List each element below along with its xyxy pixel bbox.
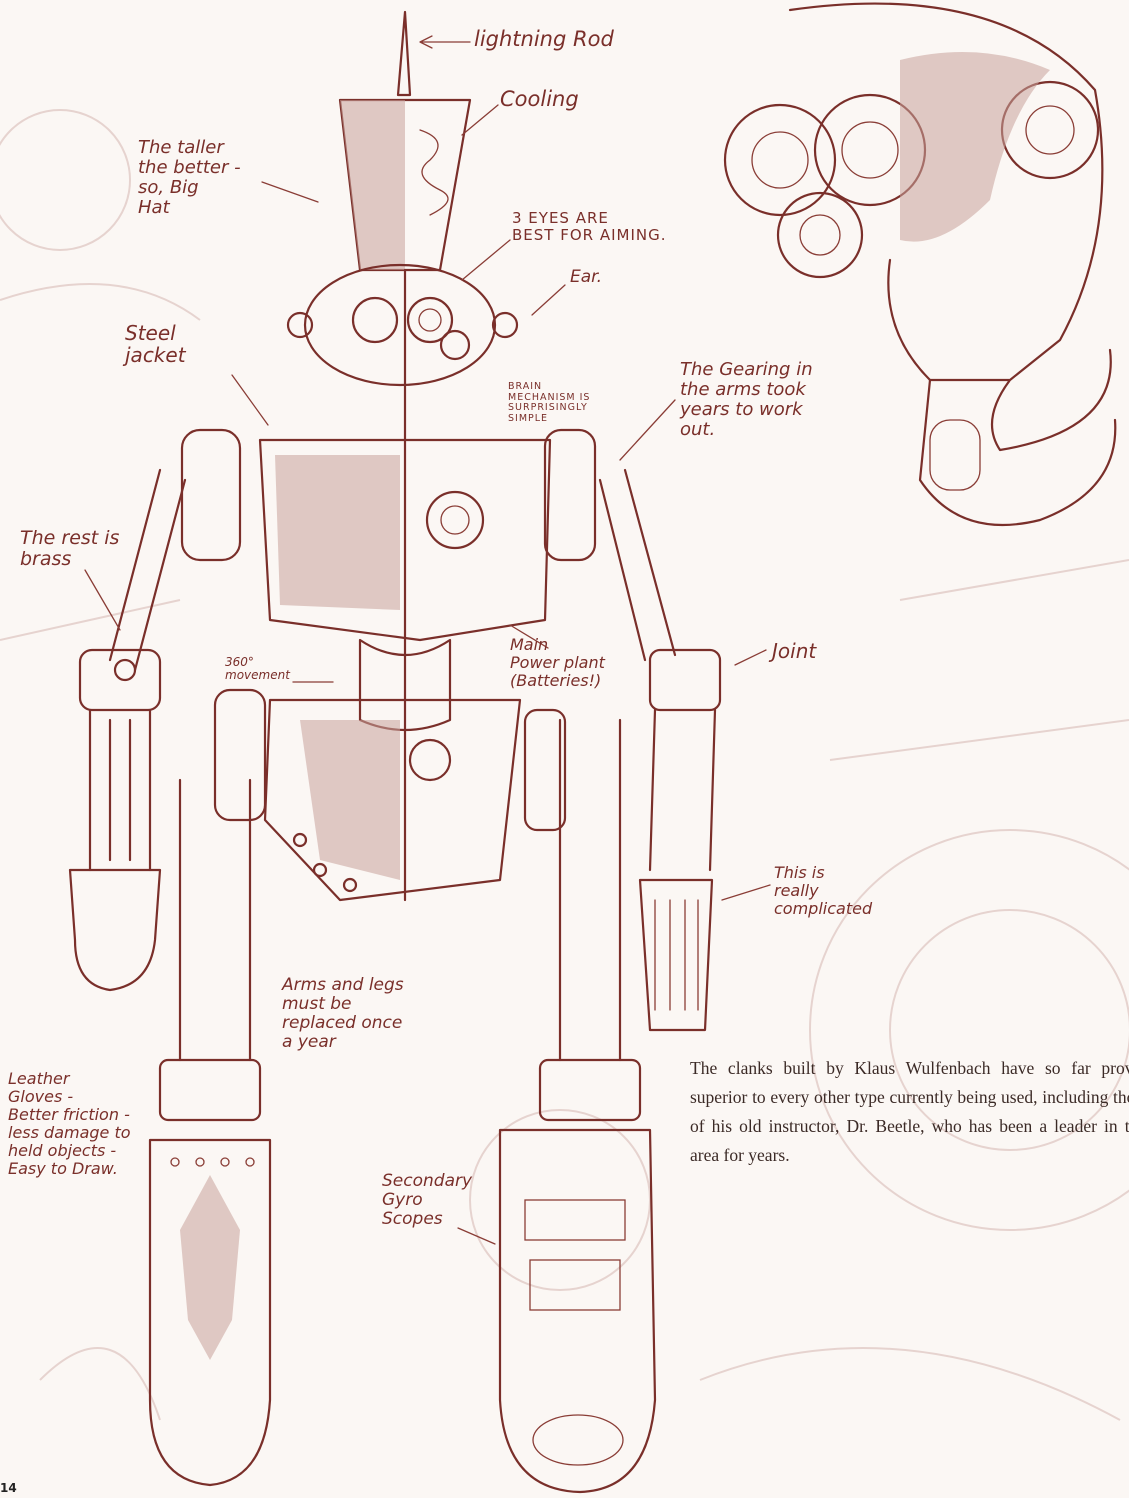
robot-hat: [340, 12, 470, 270]
joint-note: Joint: [772, 640, 816, 662]
steel-jacket-note: Steel jacket: [125, 322, 186, 367]
gyro-note: Secondary Gyro Scopes: [382, 1172, 472, 1229]
complicated-note: This is really complicated: [774, 864, 872, 918]
taller-hat-note: The taller the better - so, Big Hat: [138, 138, 241, 219]
brain-note: BRAIN MECHANISM IS SURPRISINGLY SIMPLE: [508, 382, 590, 425]
gloves-note: Leather Gloves - Better friction - less …: [8, 1070, 131, 1177]
lightning-rod-note: lightning Rod: [474, 28, 614, 52]
face-detail-sketch: [725, 4, 1115, 525]
power-plant-note: Main Power plant (Batteries!): [510, 636, 605, 690]
cooling-note: Cooling: [500, 88, 579, 112]
rest-brass-note: The rest is brass: [20, 528, 119, 571]
robot-legs: [150, 690, 655, 1492]
movement-note: 360° movement: [225, 656, 290, 683]
gearing-note: The Gearing in the arms took years to wo…: [680, 360, 813, 441]
three-eyes-note: 3 EYES ARE BEST FOR AIMING.: [512, 210, 667, 244]
page-number: 14: [0, 1481, 17, 1495]
caption-paragraph: The clanks built by Klaus Wulfenbach hav…: [690, 1054, 1129, 1170]
ear-note: Ear.: [570, 268, 602, 287]
arms-legs-note: Arms and legs must be replaced once a ye…: [282, 976, 404, 1052]
